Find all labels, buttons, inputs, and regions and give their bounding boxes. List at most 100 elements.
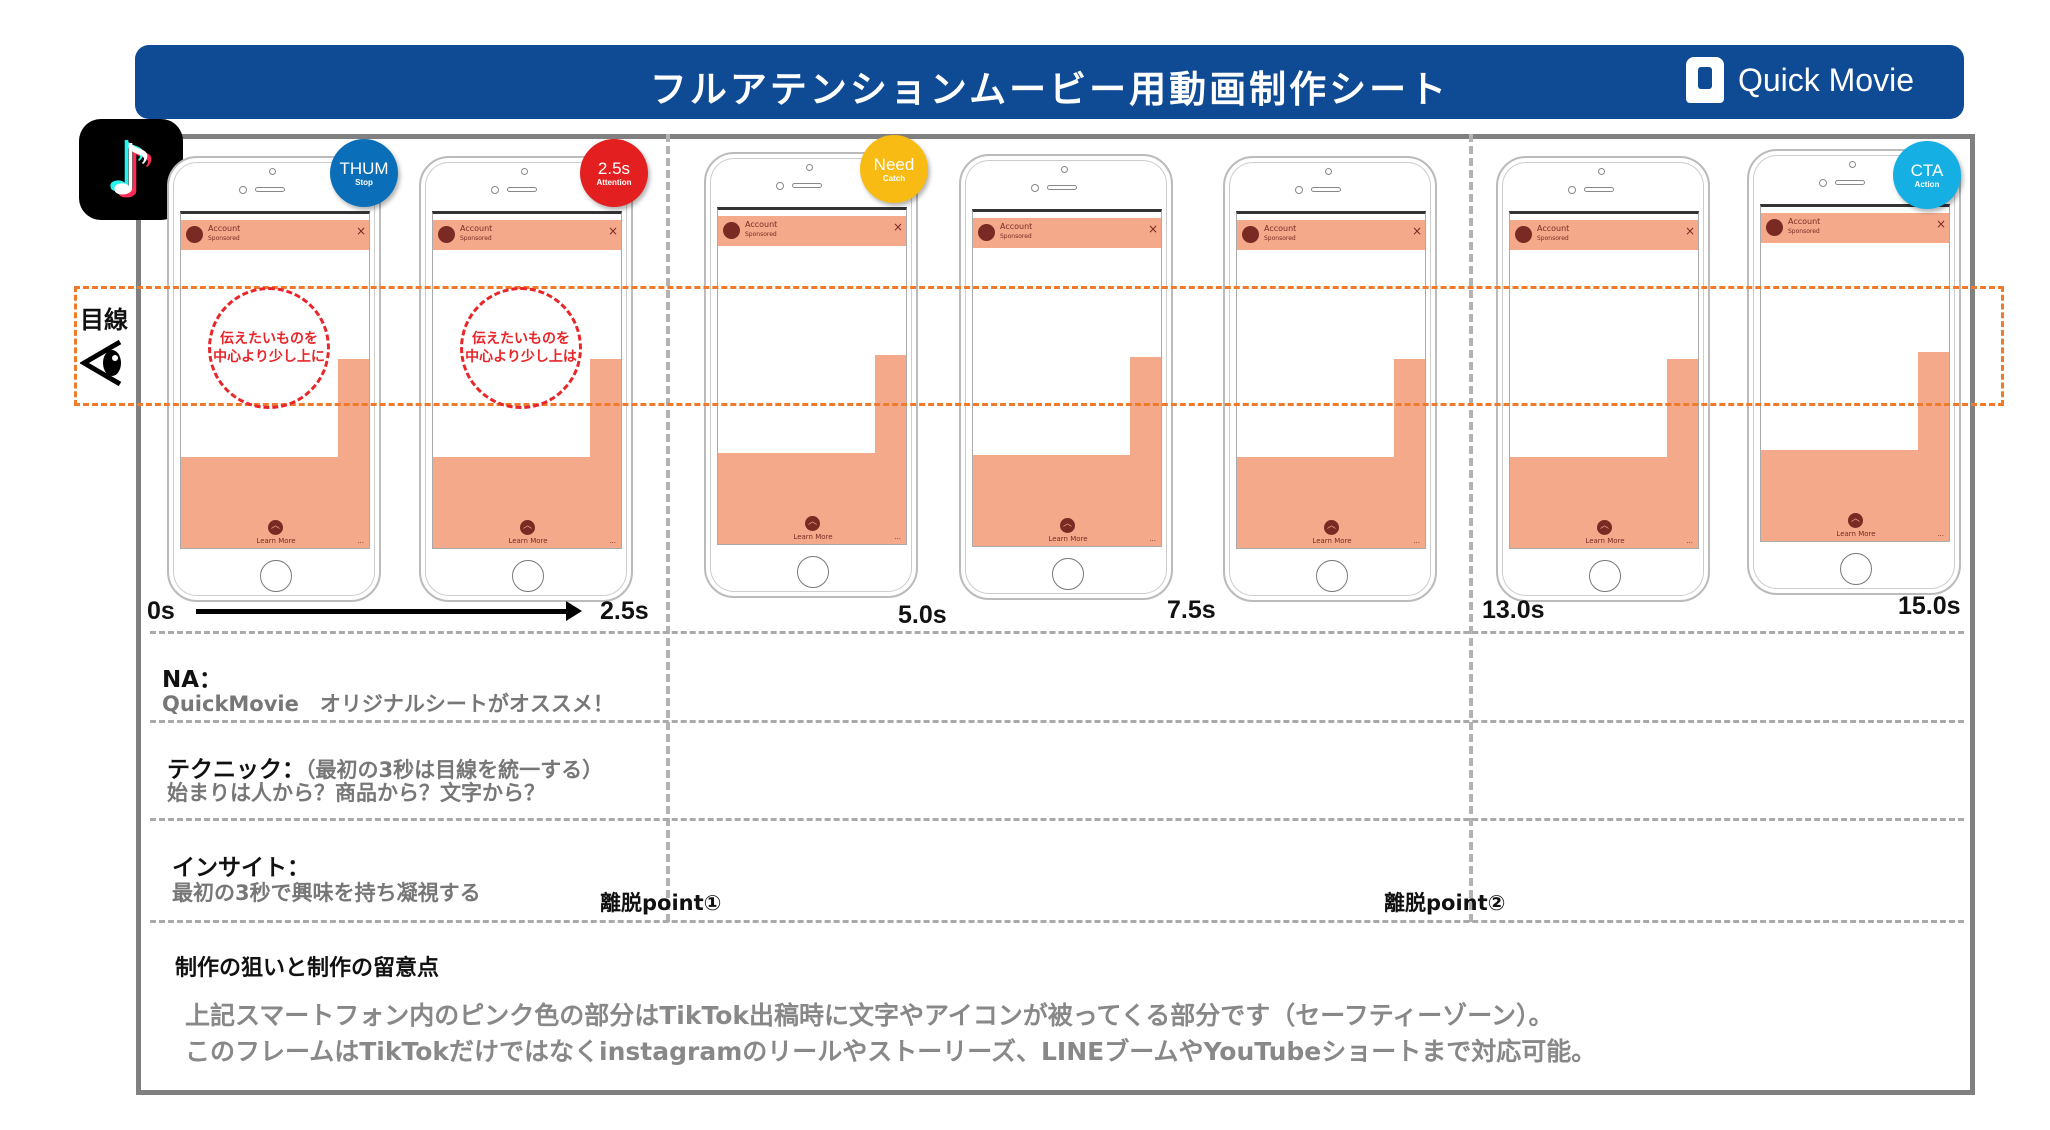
speaker-icon (507, 187, 537, 192)
chevron-up-icon: ︿ (1597, 520, 1612, 535)
learn-more-label: Learn More (256, 537, 296, 545)
sponsored-label: Sponsored (1000, 233, 1032, 240)
account-name: Account (745, 220, 778, 229)
avatar (186, 226, 203, 243)
camera-icon (239, 186, 247, 194)
sensor-icon (1598, 168, 1605, 175)
gaze-label: 目線 (80, 306, 128, 334)
home-button-icon (260, 560, 292, 592)
badge-title: CTA (1910, 160, 1944, 180)
badge-sub: Catch (882, 173, 906, 183)
avatar (1515, 226, 1532, 243)
camera-icon (491, 186, 499, 194)
avatar (978, 224, 995, 241)
notes-line-1: 上記スマートフォン内のピンク色の部分はTikTok出稿時に文字やアイコンが被って… (185, 1001, 1554, 1030)
page-title: フルアテンションムービー用動画制作シート (649, 68, 1450, 111)
header-bar: フルアテンションムービー用動画制作シート Quick Movie (135, 45, 1964, 119)
avatar (1766, 219, 1783, 236)
close-icon: × (355, 224, 366, 238)
camera-icon (776, 182, 784, 190)
more-icon: ... (894, 533, 901, 541)
more-icon: ... (609, 537, 616, 545)
learn-more-label: Learn More (1048, 535, 1088, 543)
dropoff-point-1: 離脱point① (600, 891, 722, 915)
safe-zone-bottom (433, 457, 621, 548)
tiktok-logo-icon: ♪ (79, 119, 183, 220)
eye-icon (80, 339, 122, 387)
speaker-icon (255, 187, 285, 192)
safe-zone-bottom (718, 453, 906, 544)
sponsored-label: Sponsored (1264, 235, 1296, 242)
row-divider (150, 631, 1964, 634)
sponsored-label: Sponsored (1537, 235, 1569, 242)
home-button-icon (1589, 560, 1621, 592)
sponsored-label: Sponsored (460, 235, 492, 242)
focus-circle: 伝えたいものを 中心より少し上に (208, 287, 330, 409)
insight-label: インサイト： (172, 855, 310, 881)
quick-movie-logo: Quick Movie (1685, 57, 1914, 103)
sensor-icon (1325, 168, 1332, 175)
gaze-zone (74, 286, 2004, 406)
speaker-icon (1584, 187, 1614, 192)
safe-zone-bottom (1761, 450, 1949, 541)
badge-title: Need (873, 154, 915, 174)
safe-zone-bottom (973, 455, 1161, 546)
home-button-icon (797, 556, 829, 588)
account-name: Account (460, 224, 493, 233)
dropoff-point-2: 離脱point② (1384, 891, 1506, 915)
account-name: Account (1537, 224, 1570, 233)
notes-line-2: このフレームはTikTokだけではなくinstagramのリールやストーリーズ、… (185, 1037, 1597, 1066)
technique-label: テクニック：（最初の3秒は目線を統一する） (167, 750, 603, 784)
technique-note: （最初の3秒は目線を統一する） (305, 758, 604, 782)
learn-more-label: Learn More (1312, 537, 1352, 545)
speaker-icon (1835, 180, 1865, 185)
logo-text: Quick Movie (1737, 61, 1914, 98)
arrowhead-icon (566, 601, 582, 621)
insight-text: 最初の3秒で興味を持ち凝視する (172, 881, 481, 905)
sensor-icon (1061, 166, 1068, 173)
speaker-icon (1047, 185, 1077, 190)
time-13s: 13.0s (1482, 596, 1545, 624)
sponsored-label: Sponsored (1788, 228, 1820, 235)
avatar (438, 226, 455, 243)
notes-title: 制作の狙いと制作の留意点 (175, 956, 440, 981)
avatar (1242, 226, 1259, 243)
close-icon: × (1147, 222, 1158, 236)
account-name: Account (1788, 217, 1821, 226)
speaker-icon (792, 183, 822, 188)
close-icon: × (1935, 217, 1946, 231)
row-divider (150, 720, 1964, 723)
chevron-up-icon: ︿ (1324, 520, 1339, 535)
na-text: QuickMovie オリジナルシートがオススメ！ (162, 692, 614, 716)
badge-sub: Action (1914, 179, 1940, 189)
learn-more-label: Learn More (508, 537, 548, 545)
sensor-icon (1849, 161, 1856, 168)
time-7-5s: 7.5s (1167, 596, 1216, 624)
chevron-up-icon: ︿ (1060, 518, 1075, 533)
timeline-arrow (196, 609, 568, 614)
chevron-up-icon: ︿ (805, 516, 820, 531)
home-button-icon (1840, 553, 1872, 585)
time-5s: 5.0s (898, 601, 947, 629)
sensor-icon (806, 164, 813, 171)
row-divider (150, 818, 1964, 821)
chevron-up-icon: ︿ (1848, 513, 1863, 528)
home-button-icon (1316, 560, 1348, 592)
badge-title: 2.5s (597, 158, 631, 178)
sensor-icon (521, 168, 528, 175)
